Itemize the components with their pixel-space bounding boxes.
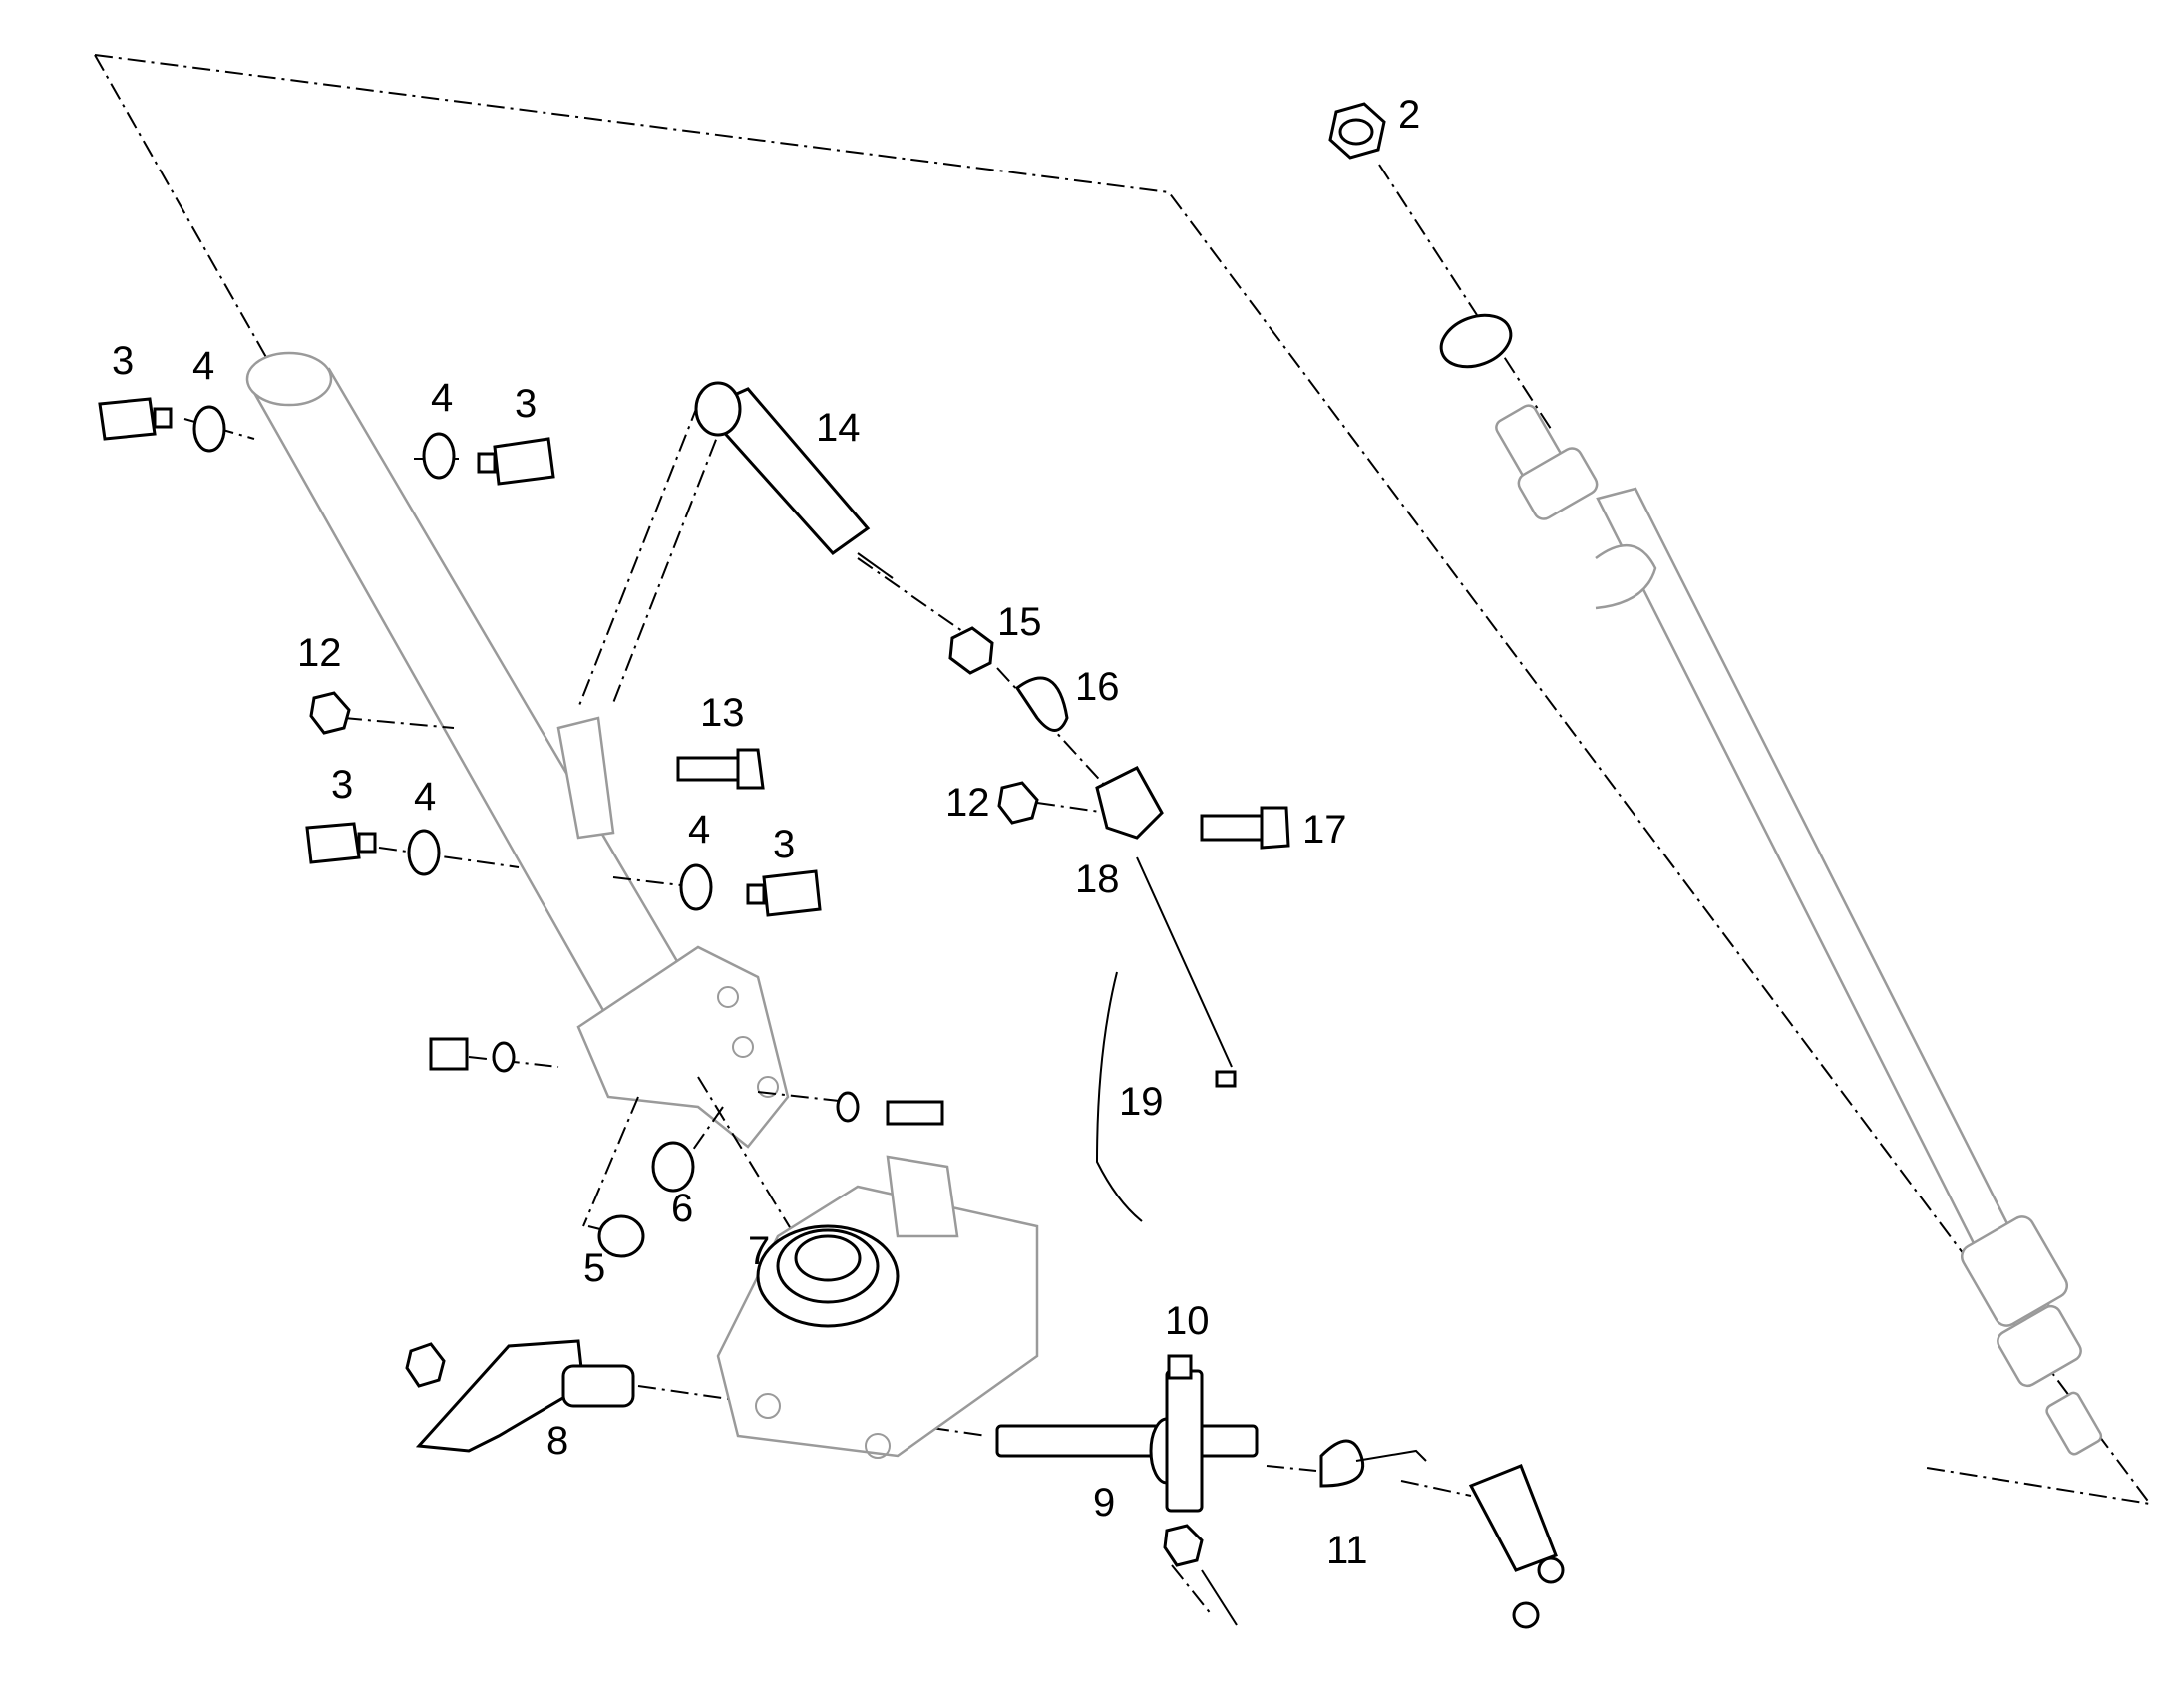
- callout-11: 11: [1326, 1529, 1368, 1572]
- callout-8: 8: [546, 1419, 568, 1463]
- shaft-9: [995, 1369, 1259, 1513]
- spring-bracket: [1468, 1464, 1565, 1629]
- callout-4d: 4: [688, 808, 710, 852]
- callout-4c: 4: [414, 775, 436, 819]
- washer-4d: [679, 863, 713, 911]
- steering-column-tube: [245, 351, 700, 1039]
- callout-9: 9: [1093, 1481, 1115, 1525]
- bushing-5: [597, 1214, 645, 1258]
- callout-15: 15: [997, 600, 1042, 644]
- nut-12a: [309, 691, 351, 735]
- callout-12b: 12: [945, 781, 990, 825]
- pedal-8: [405, 1339, 635, 1453]
- callout-12a: 12: [297, 631, 342, 675]
- callout-13: 13: [700, 691, 745, 735]
- washer-4c: [407, 829, 441, 876]
- callout-2: 2: [1398, 93, 1420, 137]
- steering-shaft: [1378, 164, 2103, 1456]
- bolt-17: [1200, 806, 1290, 850]
- damper-14: [694, 381, 894, 579]
- mount-plate: [556, 716, 615, 840]
- cable-end: [1215, 1070, 1237, 1088]
- callout-19: 19: [1119, 1080, 1164, 1124]
- spacer-bolt-3b: [477, 437, 555, 486]
- pivot-arm: [1095, 766, 1164, 840]
- cable-19: [1095, 856, 1233, 1222]
- clip-16: [1014, 676, 1069, 732]
- washer-4b: [422, 432, 456, 480]
- bolt-washer-right: [836, 1091, 944, 1126]
- callout-7: 7: [748, 1229, 770, 1273]
- callout-3a: 3: [112, 339, 134, 383]
- spring-11: [1319, 1439, 1427, 1488]
- callout-17: 17: [1302, 808, 1347, 852]
- hex-nut-2: [1328, 102, 1386, 160]
- bolt-13: [676, 748, 765, 790]
- assembly-boundary: [94, 54, 2153, 1506]
- callout-4a: 4: [192, 344, 214, 388]
- callouts: 2 3 4 4 3 14 15 16 12 13 3 4 4 3 12 17 1…: [112, 93, 1420, 1572]
- spacer-bolt-3c: [305, 822, 377, 864]
- callout-14: 14: [816, 406, 861, 450]
- nut-12b: [997, 781, 1039, 825]
- bolt-lower: [1163, 1524, 1238, 1626]
- column-lower-bracket: [576, 945, 790, 1149]
- callout-6: 6: [671, 1187, 693, 1230]
- spacer-bolt-3d: [746, 869, 822, 917]
- spacer-bolt-3a: [98, 397, 173, 441]
- callout-4b: 4: [431, 376, 453, 420]
- o-ring: [1439, 313, 1513, 369]
- callout-3c: 3: [331, 763, 353, 807]
- callout-10: 10: [1165, 1299, 1210, 1343]
- bolt-washer-left: [429, 1037, 516, 1073]
- bushing-6: [651, 1141, 695, 1193]
- nut-15: [948, 626, 994, 675]
- rubber-boot-7: [756, 1224, 900, 1328]
- callout-3d: 3: [773, 823, 795, 866]
- callout-16: 16: [1075, 665, 1120, 709]
- washer-4a: [192, 405, 226, 453]
- callout-5: 5: [583, 1246, 605, 1290]
- pin-10: [1167, 1354, 1193, 1380]
- callout-3b: 3: [515, 382, 537, 426]
- callout-18: 18: [1075, 857, 1120, 901]
